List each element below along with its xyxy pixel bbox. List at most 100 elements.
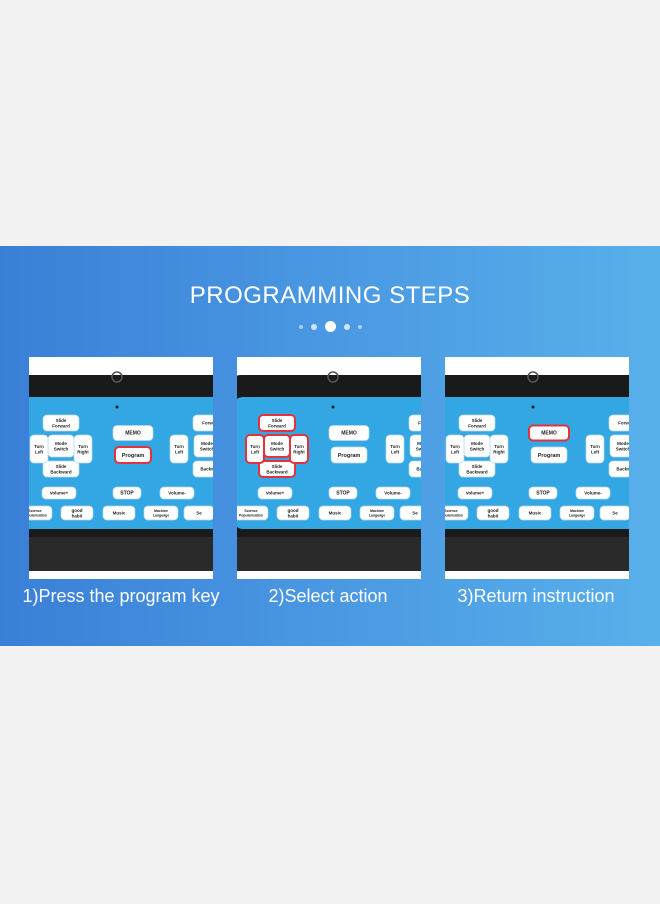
svg-text:Turn: Turn (494, 444, 504, 449)
sense-button[interactable]: Se (399, 505, 421, 521)
svg-text:MEMO: MEMO (341, 431, 357, 437)
memo-button[interactable]: MEMO (528, 424, 570, 442)
svg-text:Switch: Switch (416, 446, 421, 451)
backward-button[interactable]: Backward (192, 460, 213, 478)
svg-text:Turn: Turn (590, 444, 600, 449)
sense-button[interactable]: Se (599, 505, 629, 521)
svg-text:Music: Music (329, 511, 342, 516)
svg-text:Switch: Switch (200, 446, 213, 451)
music-button[interactable]: Music (518, 505, 552, 521)
svg-text:Science: Science (244, 509, 257, 513)
svg-text:Backward: Backward (416, 467, 421, 472)
svg-text:Switch: Switch (270, 446, 285, 451)
svg-text:Right: Right (293, 449, 305, 454)
svg-text:Mode: Mode (201, 441, 213, 446)
carousel-dot[interactable] (357, 324, 362, 329)
volume-down-button[interactable]: Volume- (375, 486, 411, 500)
svg-text:Switch: Switch (54, 446, 69, 451)
svg-text:Left: Left (451, 449, 460, 454)
memo-button[interactable]: MEMO (328, 425, 370, 441)
svg-text:Forward: Forward (268, 423, 286, 428)
svg-text:Machine: Machine (370, 509, 384, 513)
svg-text:MEMO: MEMO (125, 431, 141, 437)
svg-text:Backward: Backward (50, 469, 72, 474)
carousel-dot-active[interactable] (324, 321, 336, 332)
svg-text:Music: Music (529, 511, 542, 516)
carousel-dots (0, 321, 660, 332)
svg-text:Program: Program (122, 453, 145, 459)
volume-up-button[interactable]: Volume+ (257, 486, 293, 500)
volume-down-button[interactable]: Volume- (575, 486, 611, 500)
svg-text:Volume-: Volume- (384, 491, 402, 496)
music-button[interactable]: Music (102, 505, 136, 521)
svg-text:Turn: Turn (250, 444, 260, 449)
svg-text:good: good (72, 508, 83, 513)
forward-button[interactable]: Forward (192, 414, 213, 432)
carousel-dot[interactable] (343, 323, 350, 330)
svg-text:Turn: Turn (450, 444, 460, 449)
memo-button[interactable]: MEMO (112, 425, 154, 441)
volume-up-button[interactable]: Volume+ (41, 486, 77, 500)
forward-button[interactable]: Forward (408, 414, 421, 432)
step-3-caption: 3)Return instruction (457, 586, 615, 606)
svg-text:Backward: Backward (466, 469, 488, 474)
svg-text:Right: Right (493, 449, 505, 454)
carousel-dot[interactable] (298, 324, 303, 329)
svg-text:Volume+: Volume+ (466, 491, 485, 496)
svg-text:Slide: Slide (272, 464, 283, 469)
svg-text:Slide: Slide (472, 464, 483, 469)
program-button[interactable]: Program (530, 446, 568, 464)
sense-button[interactable]: Se (183, 505, 213, 521)
svg-text:Popularization: Popularization (29, 513, 47, 517)
forward-button[interactable]: Forward (608, 414, 629, 432)
svg-text:Program: Program (338, 453, 361, 459)
stop-button[interactable]: STOP (112, 486, 142, 500)
music-button[interactable]: Music (318, 505, 352, 521)
carousel-dot[interactable] (310, 323, 317, 330)
svg-text:Backward: Backward (616, 467, 629, 472)
backward-button[interactable]: Backward (608, 460, 629, 478)
step-1-caption: 1)Press the program key (22, 586, 220, 606)
step-2-caption: 2)Select action (268, 586, 388, 606)
backward-button[interactable]: Backward (408, 460, 421, 478)
stop-button[interactable]: STOP (528, 486, 558, 500)
program-button[interactable]: Program (114, 446, 152, 464)
program-button[interactable]: Program (330, 446, 368, 464)
stop-button[interactable]: STOP (328, 486, 358, 500)
volume-up-button[interactable]: Volume+ (457, 486, 493, 500)
svg-text:Volume+: Volume+ (50, 491, 69, 496)
volume-down-button[interactable]: Volume- (159, 486, 195, 500)
